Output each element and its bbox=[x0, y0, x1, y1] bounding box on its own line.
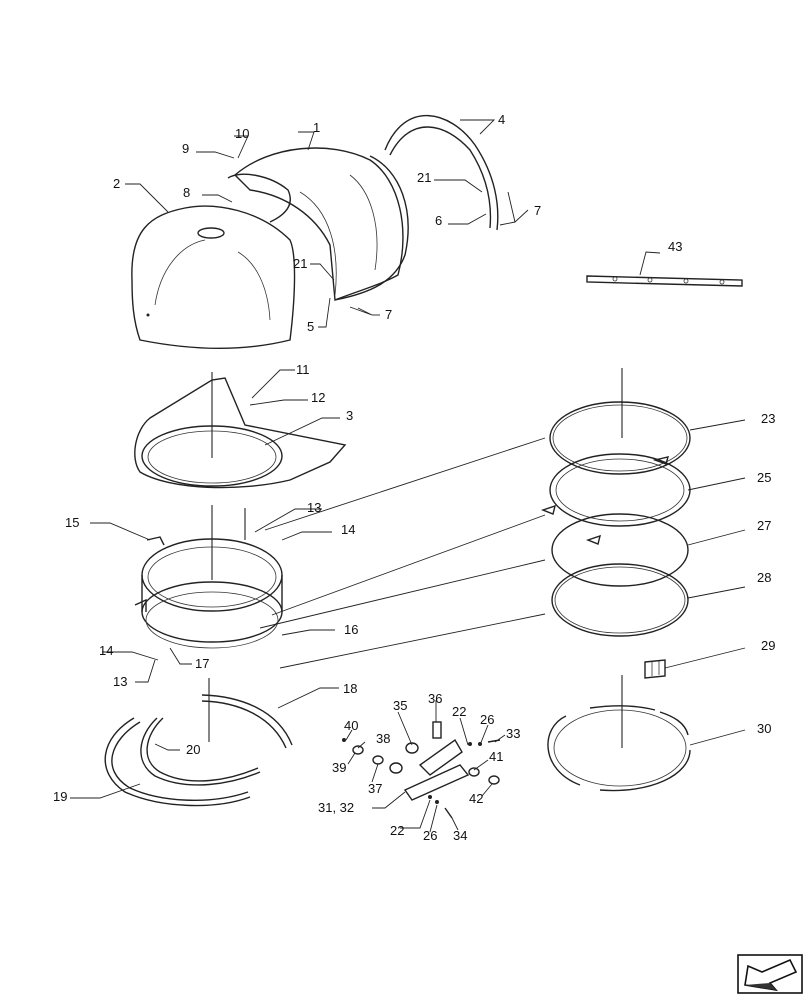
callout-19: 19 bbox=[53, 789, 67, 804]
callout-43: 43 bbox=[668, 239, 682, 254]
callout-10: 10 bbox=[235, 126, 249, 141]
callout-20: 20 bbox=[186, 742, 200, 757]
split-ring-part-30 bbox=[547, 705, 691, 792]
callout-34: 34 bbox=[453, 828, 467, 843]
clip-part-29 bbox=[644, 659, 666, 679]
callout-36: 36 bbox=[428, 691, 442, 706]
callout-33: 33 bbox=[506, 726, 520, 741]
strip-arc-part-4 bbox=[384, 114, 499, 231]
arc-segment-part-19 bbox=[104, 717, 251, 807]
callout-40: 40 bbox=[344, 718, 358, 733]
callout-23: 23 bbox=[761, 411, 775, 426]
callout-35: 35 bbox=[393, 698, 407, 713]
ring-assembly-part-15 bbox=[134, 536, 283, 649]
ring-part-27 bbox=[551, 513, 689, 587]
callout-30: 30 bbox=[757, 721, 771, 736]
callout-21a: 21 bbox=[417, 170, 431, 185]
callout-22a: 22 bbox=[452, 704, 466, 719]
ring-part-23 bbox=[549, 401, 691, 475]
hood-part-1 bbox=[227, 147, 409, 301]
center-axis-lines bbox=[208, 368, 623, 748]
strap-bar-part-43 bbox=[586, 275, 743, 287]
callout-3: 3 bbox=[346, 408, 353, 423]
callout-11: 11 bbox=[296, 362, 310, 377]
callout-labels: 1 2 3 4 5 6 7 7 8 9 10 11 12 13 13 14 14… bbox=[53, 112, 775, 843]
callout-1: 1 bbox=[313, 120, 320, 135]
callout-8: 8 bbox=[183, 185, 190, 200]
callout-13b: 13 bbox=[113, 674, 127, 689]
callout-4: 4 bbox=[498, 112, 505, 127]
callout-15: 15 bbox=[65, 515, 79, 530]
callout-18: 18 bbox=[343, 681, 357, 696]
callout-5: 5 bbox=[307, 319, 314, 334]
callout-2: 2 bbox=[113, 176, 120, 191]
callout-26b: 26 bbox=[423, 828, 437, 843]
callout-14b: 14 bbox=[99, 643, 113, 658]
dome-cover-part-2 bbox=[131, 205, 296, 349]
callout-14a: 14 bbox=[341, 522, 355, 537]
ring-part-28 bbox=[551, 563, 689, 637]
callout-17: 17 bbox=[195, 656, 209, 671]
callout-28: 28 bbox=[757, 570, 771, 585]
arc-segment-part-20 bbox=[140, 717, 261, 786]
callout-21b: 21 bbox=[293, 256, 307, 271]
callout-42: 42 bbox=[469, 791, 483, 806]
callout-27: 27 bbox=[757, 518, 771, 533]
callout-41: 41 bbox=[489, 749, 503, 764]
callout-16: 16 bbox=[344, 622, 358, 637]
callout-6: 6 bbox=[435, 213, 442, 228]
callout-38: 38 bbox=[376, 731, 390, 746]
callout-7a: 7 bbox=[534, 203, 541, 218]
callout-9: 9 bbox=[182, 141, 189, 156]
callout-22b: 22 bbox=[390, 823, 404, 838]
callout-13a: 13 bbox=[307, 500, 321, 515]
callout-29: 29 bbox=[761, 638, 775, 653]
callout-7b: 7 bbox=[385, 307, 392, 322]
next-page-arrow-icon[interactable] bbox=[737, 954, 803, 994]
callout-12: 12 bbox=[311, 390, 325, 405]
leader-lines bbox=[70, 119, 746, 833]
callout-26a: 26 bbox=[480, 712, 494, 727]
gasket-ring-part-25 bbox=[540, 453, 691, 527]
callout-31-32: 31, 32 bbox=[318, 800, 354, 815]
callout-37: 37 bbox=[368, 781, 382, 796]
arc-segment-part-18 bbox=[201, 694, 293, 749]
callout-39: 39 bbox=[332, 760, 346, 775]
callout-25: 25 bbox=[757, 470, 771, 485]
